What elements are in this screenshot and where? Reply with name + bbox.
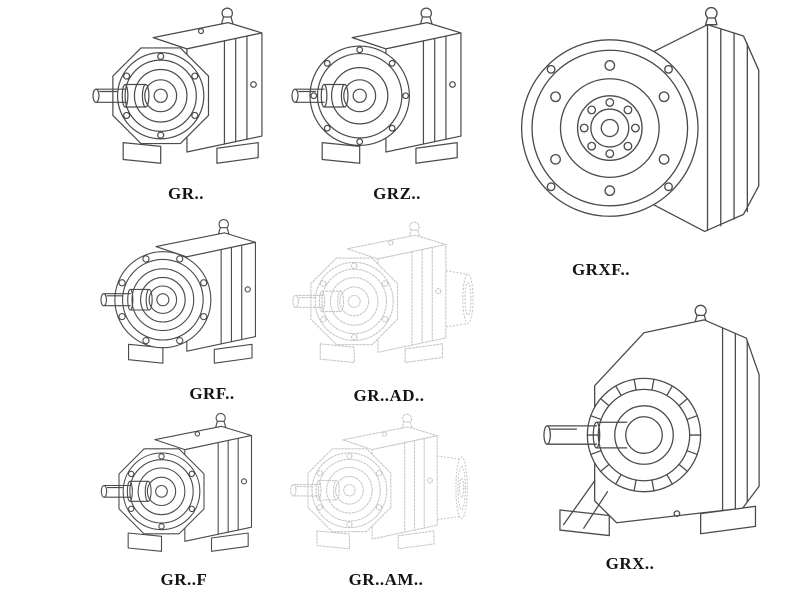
figure-gr-ad: GR..AD.. — [288, 212, 490, 414]
model-label-grx: GRX.. — [605, 554, 655, 573]
gear-unit-drawing-gr — [86, 2, 286, 182]
gear-unit-drawing-gr-f — [86, 408, 282, 568]
figure-gr-am: GR..AM.. — [286, 406, 486, 598]
gear-unit-drawing-grxf — [499, 0, 787, 258]
figure-grf: GRF.. — [86, 214, 286, 414]
model-label-gr-ad: GR..AD.. — [353, 386, 425, 405]
figure-grxf: GRXF.. — [498, 0, 788, 300]
model-label-grxf: GRXF.. — [571, 260, 631, 279]
figure-grz: GRZ.. — [286, 2, 484, 212]
gear-unit-drawing-grf — [86, 214, 286, 382]
model-label-grz: GRZ.. — [373, 184, 421, 203]
gear-unit-drawing-grz — [286, 2, 484, 182]
figure-gr: GR.. — [86, 2, 286, 212]
gear-unit-drawing-gr-ad-ghost — [288, 212, 490, 384]
figure-grx: GRX.. — [498, 298, 790, 598]
figure-gr-f: GR..F — [86, 408, 282, 598]
gear-unit-drawing-gr-am-ghost — [286, 406, 486, 568]
model-label-gr: GR.. — [168, 184, 204, 203]
gear-unit-drawing-grx — [498, 298, 790, 552]
model-label-gr-am: GR..AM.. — [348, 570, 424, 589]
model-label-gr-f: GR..F — [160, 570, 208, 589]
model-label-grf: GRF.. — [189, 384, 235, 403]
